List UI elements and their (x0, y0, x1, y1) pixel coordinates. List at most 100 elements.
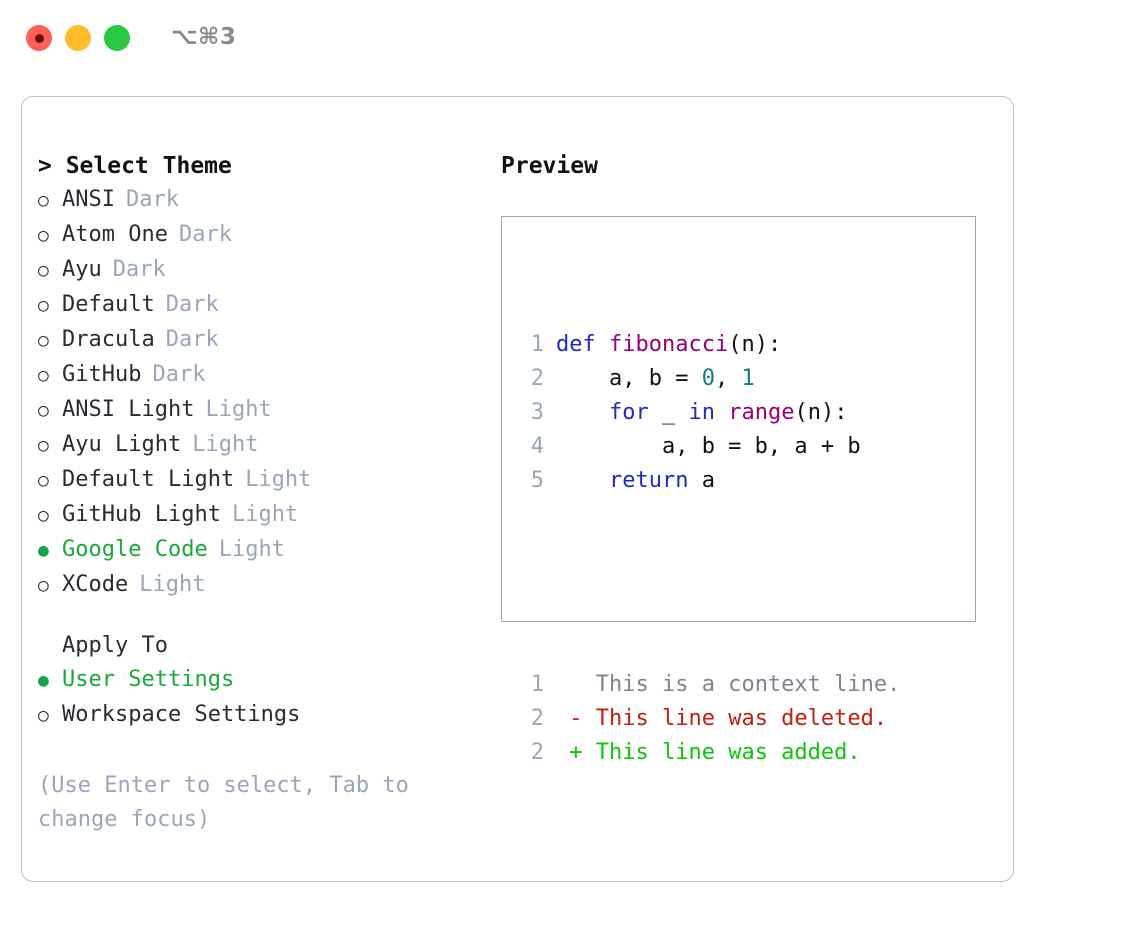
diff-line-ctx: 1 This is a context line. (514, 668, 901, 702)
radio-unselected-icon: ○ (38, 505, 49, 526)
radio-unselected-icon: ○ (38, 470, 49, 491)
token-kw: in (688, 400, 715, 425)
token-plain (556, 400, 609, 425)
line-number: 1 (530, 332, 544, 357)
title-bar: ⌥⌘3 (0, 0, 1140, 78)
apply-option-label: User Settings (62, 667, 235, 692)
diff-marker (556, 668, 596, 702)
keyboard-hint-text: (Use Enter to select, Tab to change focu… (38, 773, 423, 832)
diff-sample: 1 This is a context line. 2 - This line w… (514, 668, 901, 770)
apply-option-workspace-settings[interactable]: ○Workspace Settings (38, 698, 488, 733)
minimize-button[interactable] (65, 25, 91, 51)
theme-option-label: Dracula (62, 327, 155, 352)
token-kw: return (608, 468, 689, 493)
token-kw: def (556, 332, 609, 357)
radio-selected-icon: ● (38, 540, 49, 561)
token-plain (556, 468, 609, 493)
diff-marker: - (556, 706, 596, 731)
maximize-button[interactable] (104, 25, 130, 51)
theme-option-label: Default (62, 292, 155, 317)
line-number: 5 (530, 468, 544, 493)
theme-option-category: Light (218, 537, 285, 562)
radio-unselected-icon: ○ (38, 260, 49, 281)
token-plain: (n): (794, 400, 848, 425)
select-theme-header: > Select Theme (38, 153, 232, 179)
code-line: 2 a, b = 0, 1 (514, 362, 900, 396)
theme-option-xcode[interactable]: ○ XCode Light (38, 568, 488, 603)
line-number: 4 (530, 434, 544, 459)
code-line-content: a, b = 0, 1 (556, 362, 755, 396)
line-number: 1 (530, 672, 544, 697)
radio-unselected-icon: ○ (38, 575, 49, 596)
apply-to-header: Apply To (62, 633, 168, 658)
token-kw: for (608, 400, 649, 425)
code-line: 4 a, b = b, a + b (514, 430, 900, 464)
line-number: 3 (530, 400, 544, 425)
radio-unselected-icon: ○ (38, 435, 49, 456)
code-line-content: a, b = b, a + b (556, 430, 861, 464)
line-number: 2 (530, 740, 544, 765)
theme-option-google-code[interactable]: ● Google Code Light (38, 533, 488, 568)
theme-option-category: Dark (112, 257, 166, 282)
theme-option-ayu-light[interactable]: ○ Ayu Light Light (38, 428, 488, 463)
diff-line-text: This line was added. (595, 740, 861, 765)
code-line: 3 for _ in range(n): (514, 396, 900, 430)
theme-option-label: Google Code (62, 537, 208, 562)
theme-option-category: Light (231, 502, 299, 527)
apply-option-label: Workspace Settings (62, 702, 301, 727)
line-number: 2 (530, 706, 544, 731)
line-number: 2 (530, 366, 544, 391)
radio-unselected-icon: ○ (38, 365, 49, 386)
section-spacer (38, 603, 488, 629)
theme-option-category: Light (205, 397, 272, 422)
token-plain: _ (648, 400, 689, 425)
token-plain (715, 400, 728, 425)
diff-line-text: This line was deleted. (595, 706, 888, 731)
theme-option-label: Ayu Light (62, 432, 182, 457)
theme-option-label: XCode (62, 572, 129, 597)
theme-option-ayu[interactable]: ○ Ayu Dark (38, 253, 488, 288)
close-button[interactable] (26, 25, 52, 51)
token-plain: a (688, 468, 715, 493)
diff-line-text: This is a context line. (595, 672, 901, 697)
theme-option-category: Light (139, 572, 206, 597)
token-plain: a, b = (556, 366, 702, 391)
radio-unselected-icon: ○ (38, 295, 49, 316)
theme-option-label: Atom One (62, 222, 168, 247)
apply-to-option-list: ●User Settings○Workspace Settings (38, 663, 488, 733)
code-line: 5 return a (514, 464, 900, 498)
diff-marker: + (556, 740, 596, 765)
apply-option-user-settings[interactable]: ●User Settings (38, 663, 488, 698)
theme-option-label: ANSI (62, 187, 115, 212)
theme-option-label: Ayu (62, 257, 102, 282)
window-controls (26, 25, 130, 51)
code-line-content: for _ in range(n): (556, 396, 847, 430)
token-num: 0 (701, 366, 715, 391)
token-fn: range (728, 400, 795, 425)
theme-option-category: Light (245, 467, 312, 492)
radio-unselected-icon: ○ (38, 190, 49, 211)
preview-header: Preview (501, 153, 598, 179)
token-plain: a, b = b, a + b (556, 434, 861, 459)
radio-unselected-icon: ○ (38, 330, 49, 351)
theme-option-category: Dark (152, 362, 206, 387)
theme-option-category: Light (192, 432, 259, 457)
